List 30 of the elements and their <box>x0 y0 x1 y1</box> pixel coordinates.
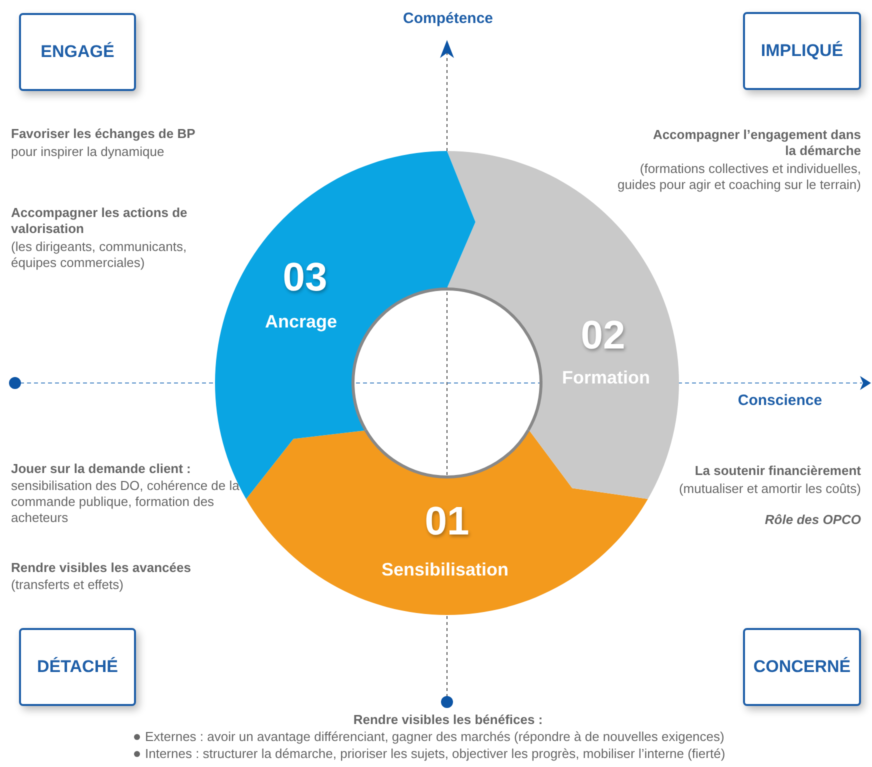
note-text: Rôle des OPCO <box>764 512 861 528</box>
body-text: (transferts et effets) <box>11 577 124 593</box>
body-text: (les dirigeants, communicants, équipes commerciales) <box>11 239 188 271</box>
heading-text: Rendre visibles les bénéfices : <box>352 712 544 728</box>
axis-label: Compétence <box>402 11 494 27</box>
body-text: (formations collectives et individuelles, guides pour agir et coaching sur le terrain) <box>616 161 861 193</box>
heading-text: Rendre visibles les avancées <box>11 560 192 576</box>
step-number: 03 <box>282 256 328 300</box>
step-title: Ancrage <box>264 312 338 332</box>
body-text: pour inspirer la dynamique <box>11 144 166 160</box>
step-number: 01 <box>424 500 470 544</box>
stage-box <box>19 13 136 91</box>
axis-label: Conscience <box>736 393 824 409</box>
heading-text: Accompagner les actions de valorisation <box>11 205 188 237</box>
body-text: Externes : avoir un avantage différenciant, gagner des marchés (répondre à de nouvelles exigences) <box>145 729 724 745</box>
heading-text: La soutenir financièrement <box>694 463 861 479</box>
stage-label: ENGAGÉ <box>40 42 114 62</box>
body-text: Internes : structurer la démarche, prioriser les sujets, objectiver les progrès, mobiliser l’interne (fierté) <box>145 746 726 762</box>
stage-label: CONCERNÉ <box>753 657 851 677</box>
stage-label: IMPLIQUÉ <box>760 41 844 61</box>
body-text: (mutualiser et amortir les coûts) <box>678 481 861 497</box>
stage-box <box>743 628 861 706</box>
stage-box <box>743 12 861 90</box>
step-title: Sensibilisation <box>381 560 509 580</box>
body-text: sensibilisation des DO, cohérence de la commande publique, formation des acheteurs <box>11 478 240 526</box>
heading-text: Accompagner l’engagement dans la démarche <box>652 127 861 159</box>
stage-box <box>19 628 136 706</box>
heading-text: Jouer sur la demande client : <box>11 461 192 477</box>
heading-text: Favoriser les échanges de BP <box>11 126 196 142</box>
stage-label: DÉTACHÉ <box>37 657 118 677</box>
